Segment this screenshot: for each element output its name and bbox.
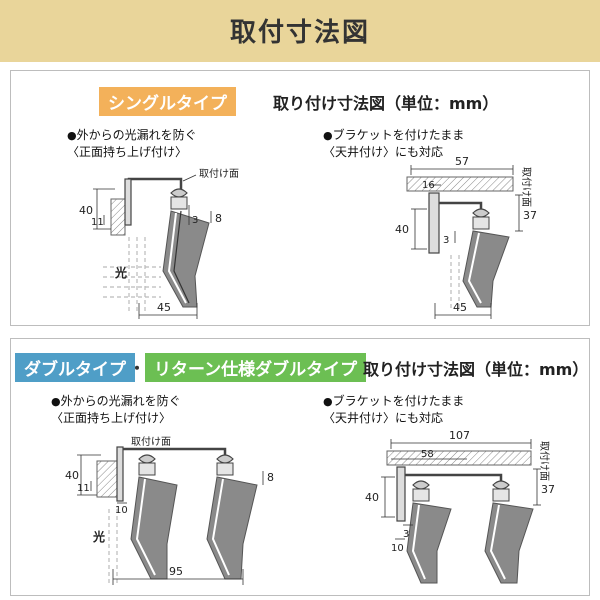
double-left-note-line1: 外からの光漏れを防ぐ <box>60 394 181 408</box>
bullet-icon: ● <box>323 129 333 142</box>
single-type-panel: シングルタイプ 取り付け寸法図（単位：mm） ●外からの光漏れを防ぐ 〈正面持ち… <box>10 70 590 326</box>
tag-separator: ・ <box>129 359 146 378</box>
ceiling-block <box>406 176 514 192</box>
dim-depth: 45 <box>157 301 171 314</box>
page-title: 取付寸法図 <box>229 18 370 48</box>
dim-depth: 10 <box>391 543 404 554</box>
single-front-mount-diagram: 40 11 3 8 45 取付け面 光 <box>79 167 239 319</box>
rail-head <box>472 208 490 218</box>
dim-gap: 3 <box>443 235 449 246</box>
bracket-plate <box>428 192 440 254</box>
double-left-note-line2: 〈正面持ち上げ付け〉 <box>51 411 172 425</box>
mount-surface-label: 取付け面 <box>538 441 551 481</box>
dim-height: 40 <box>365 491 379 504</box>
mount-surface-label: 取付け面 <box>131 435 171 448</box>
double-type-panel: ダブルタイプ ・ リターン仕様ダブルタイプ 取り付け寸法図（単位：mm） ●外か… <box>10 338 590 596</box>
dim-drop: 37 <box>523 209 537 222</box>
bullet-icon: ● <box>51 395 61 408</box>
bracket-plate <box>116 446 124 502</box>
dim-width: 57 <box>455 155 469 168</box>
dim-height: 40 <box>395 223 409 236</box>
bullet-icon: ● <box>323 395 333 408</box>
dim-width: 107 <box>449 429 470 442</box>
double-right-note: ●ブラケットを付けたまま 〈天井付け〉にも対応 <box>323 393 464 427</box>
ceiling-block <box>386 450 532 466</box>
rail-head <box>170 188 188 198</box>
front-rail-head <box>412 480 430 490</box>
single-dimension-heading: 取り付け寸法図（単位：mm） <box>273 94 499 113</box>
header-band: 取付寸法図 <box>0 0 600 62</box>
dim-offset: 8 <box>215 212 222 225</box>
back-rail-head <box>492 480 510 490</box>
single-right-note: ●ブラケットを付けたまま 〈天井付け〉にも対応 <box>323 127 464 161</box>
dim-drop: 37 <box>541 483 555 496</box>
curtain-pleat <box>462 230 510 308</box>
dim-depth: 95 <box>169 565 183 578</box>
mount-surface-label: 取付け面 <box>520 167 533 207</box>
dim-height: 40 <box>79 204 93 217</box>
dim-gap: 3 <box>403 529 409 540</box>
bullet-icon: ● <box>67 129 77 142</box>
double-right-note-line1: ブラケットを付けたまま <box>332 394 465 408</box>
front-rail-head <box>138 454 156 464</box>
dim-bracket: 11 <box>77 483 90 494</box>
curtain-highlight <box>167 212 187 304</box>
single-type-tag: シングルタイプ <box>99 87 236 116</box>
dim-gap: 10 <box>115 505 128 516</box>
return-double-type-tag: リターン仕様ダブルタイプ <box>145 353 367 382</box>
dim-depth: 45 <box>453 301 467 314</box>
double-front-mount-diagram: 40 11 10 8 95 取付け面 光 <box>65 435 274 585</box>
light-label: 光 <box>114 265 127 280</box>
double-ceiling-mount-diagram: 107 58 40 3 37 10 取付け面 <box>365 429 555 584</box>
dim-offset: 8 <box>267 471 274 484</box>
bracket-shape <box>123 447 227 457</box>
mount-surface-label: 取付け面 <box>199 167 239 180</box>
bracket-shape <box>405 473 503 483</box>
bracket-plate <box>124 178 132 226</box>
rail-body <box>472 216 490 230</box>
single-right-note-line2: 〈天井付け〉にも対応 <box>323 145 444 159</box>
dim-bracket: 11 <box>91 217 104 228</box>
single-left-note-line2: 〈正面持ち上げ付け〉 <box>67 145 188 159</box>
dim-gap: 3 <box>192 215 198 226</box>
rail-body <box>170 196 188 210</box>
single-left-note-line1: 外からの光漏れを防ぐ <box>76 128 197 142</box>
dim-inner: 16 <box>422 180 435 191</box>
dim-height: 40 <box>65 469 79 482</box>
bracket-plate <box>396 466 406 522</box>
single-ceiling-mount-diagram: 57 16 40 3 37 45 取付け面 <box>395 155 537 319</box>
single-right-note-line1: ブラケットを付けたまま <box>332 128 465 142</box>
light-rays <box>103 237 161 311</box>
guide-lines <box>450 255 460 311</box>
light-label: 光 <box>92 529 105 544</box>
back-rail-head <box>216 454 234 464</box>
double-right-note-line2: 〈天井付け〉にも対応 <box>323 411 444 425</box>
double-dimension-heading: 取り付け寸法図（単位：mm） <box>363 360 589 379</box>
double-type-tag: ダブルタイプ <box>15 353 135 382</box>
single-left-note: ●外からの光漏れを防ぐ 〈正面持ち上げ付け〉 <box>67 127 197 161</box>
double-left-note: ●外からの光漏れを防ぐ 〈正面持ち上げ付け〉 <box>51 393 181 427</box>
guide-lines <box>108 509 118 583</box>
dim-inner: 58 <box>421 449 434 460</box>
